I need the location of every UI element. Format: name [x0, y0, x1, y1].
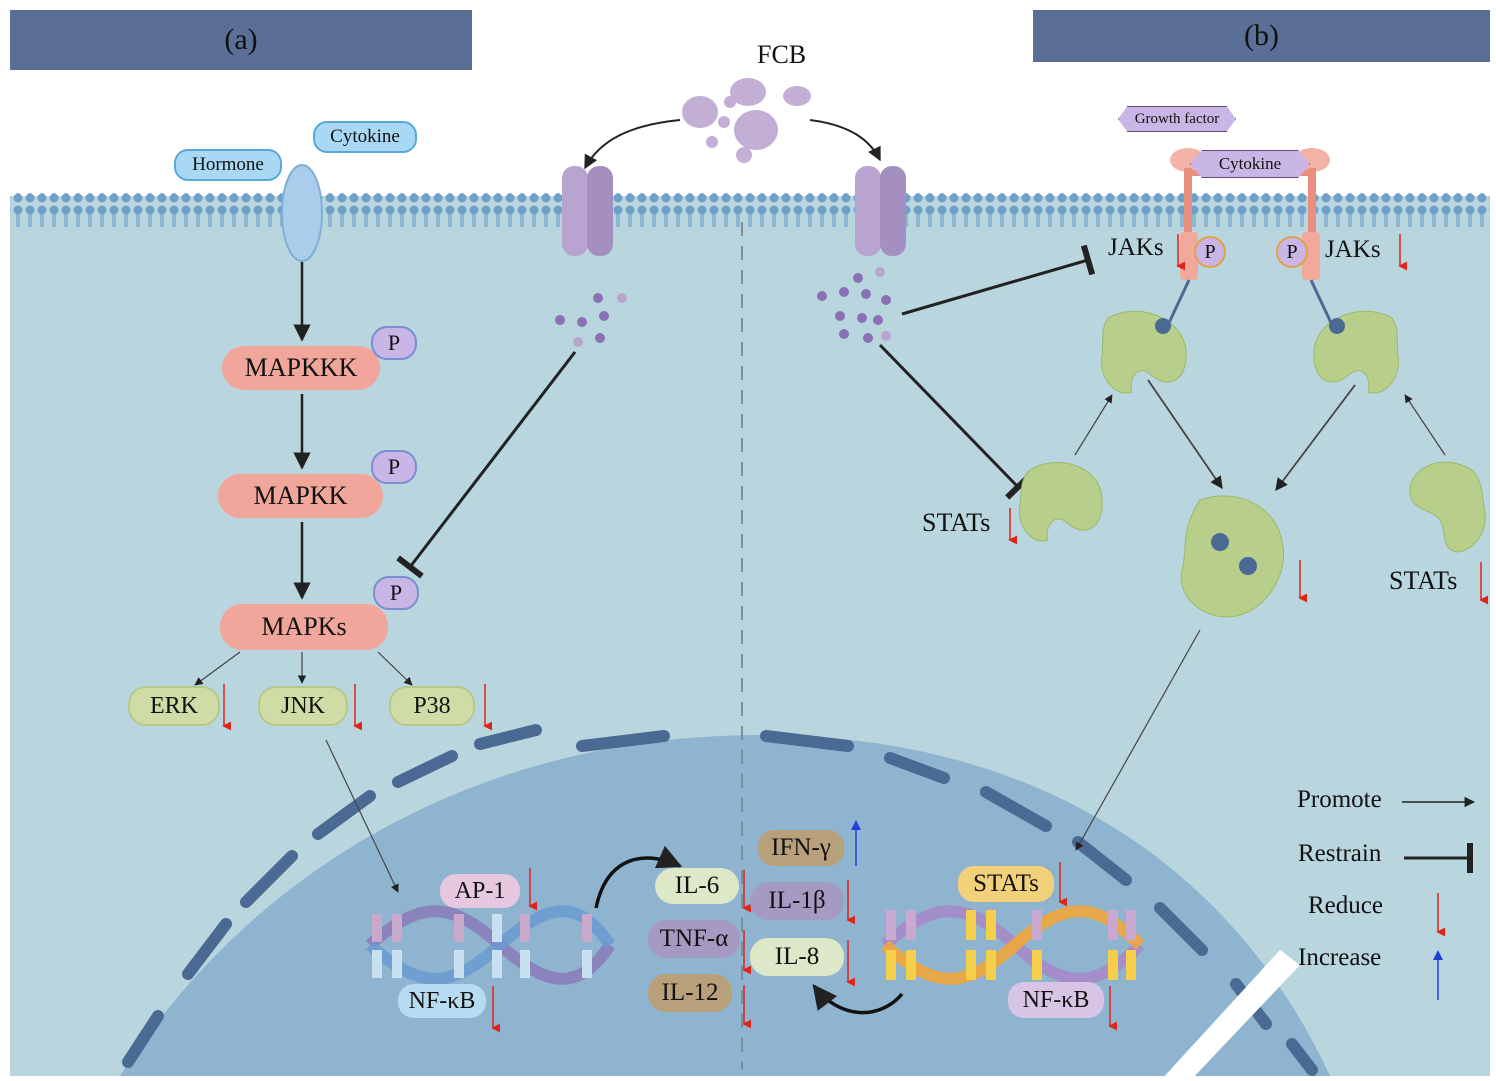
fcb-label: FCB	[757, 40, 807, 69]
panel-a-header: (a)	[10, 10, 472, 70]
cytokine-label-b: Cytokine	[1190, 150, 1310, 178]
arrow-dimer-left	[1147, 379, 1223, 490]
phospho-badge-mapks: P	[373, 576, 419, 610]
mapkkk-box: MAPKKK	[222, 346, 380, 390]
stats-left-label: STATs	[922, 508, 991, 537]
receptor-b	[1166, 148, 1334, 326]
reduce-markers	[222, 234, 1489, 1033]
fcb-particles	[682, 78, 811, 163]
mapks-box: MAPKs	[220, 604, 388, 650]
growth-factor-label: Growth factor	[1118, 106, 1236, 132]
increase-head-ifng	[851, 820, 861, 830]
il6-box: IL-6	[655, 868, 739, 904]
arrow-stat-up-right	[1404, 394, 1446, 456]
stat-phospho-dots	[1155, 318, 1345, 575]
inhibit-fcb-jaks	[901, 244, 1096, 316]
receptor-a	[281, 164, 323, 262]
fcb-arrow-right	[809, 119, 881, 162]
cytokine-label-a: Cytokine	[313, 121, 417, 153]
nfkb-left-box: NF-κB	[398, 984, 486, 1018]
mapkk-box: MAPKK	[218, 474, 383, 518]
stats-right-label: STATs	[1389, 566, 1458, 595]
inhibit-fcb-stats	[878, 343, 1031, 500]
arrow-stat-up-left	[1074, 394, 1113, 456]
il12-box: IL-12	[648, 974, 732, 1012]
ion-channel-right	[855, 166, 906, 256]
dna-right	[880, 905, 1145, 985]
jnk-box: JNK	[258, 686, 348, 726]
jaks-left-label: JAKs	[1108, 234, 1164, 261]
arrow-jnk-dna	[325, 739, 399, 893]
phospho-badge-mapkkk: P	[371, 326, 417, 360]
nfkb-right-box: NF-κB	[1008, 982, 1104, 1018]
arrow-mapks-erk	[194, 651, 241, 686]
legend-promote: Promote	[1297, 786, 1382, 813]
arrow-dna-cytokines	[594, 845, 683, 909]
panel-b-header: (b)	[1033, 10, 1490, 62]
panel-b-label: (b)	[1244, 19, 1279, 52]
cell-membrane	[10, 193, 1490, 227]
phospho-badge-jak-right: P	[1276, 236, 1308, 268]
membrane-gap	[1160, 950, 1300, 1081]
il8-box: IL-8	[750, 938, 844, 976]
inhibit-fcb-mapks	[396, 351, 577, 579]
ion-channel-left	[562, 166, 613, 256]
arrow-dna-il8	[812, 984, 904, 1015]
erk-box: ERK	[128, 686, 220, 726]
fcb-dots-right	[817, 267, 891, 343]
phospho-badge-jak-left: P	[1194, 236, 1226, 268]
dna-left	[365, 905, 615, 985]
legend-increase: Increase	[1298, 944, 1382, 971]
legend-increase-head	[1433, 950, 1443, 960]
arrow-mapks-p38	[377, 651, 413, 686]
nuclear-envelope	[122, 724, 1318, 1076]
legend-reduce: Reduce	[1308, 892, 1383, 919]
ifng-box: IFN-γ	[758, 830, 844, 866]
arrow-dimer-right	[1275, 384, 1356, 492]
fcb-arrow-left	[584, 119, 681, 170]
arrow-dimer-nucleus	[1075, 629, 1201, 851]
tnfa-box: TNF-α	[648, 920, 740, 958]
fcb-dots-left	[555, 293, 627, 347]
panel-a-label: (a)	[224, 23, 258, 56]
jaks-right-label: JAKs	[1325, 236, 1381, 263]
p38-box: P38	[389, 686, 475, 726]
hormone-label: Hormone	[174, 149, 282, 181]
phospho-badge-mapkk: P	[371, 450, 417, 484]
il1b-box: IL-1β	[750, 882, 844, 920]
legend-restrain: Restrain	[1298, 840, 1382, 867]
stats-nucleus-box: STATs	[958, 866, 1054, 902]
ap1-box: AP-1	[440, 874, 520, 908]
